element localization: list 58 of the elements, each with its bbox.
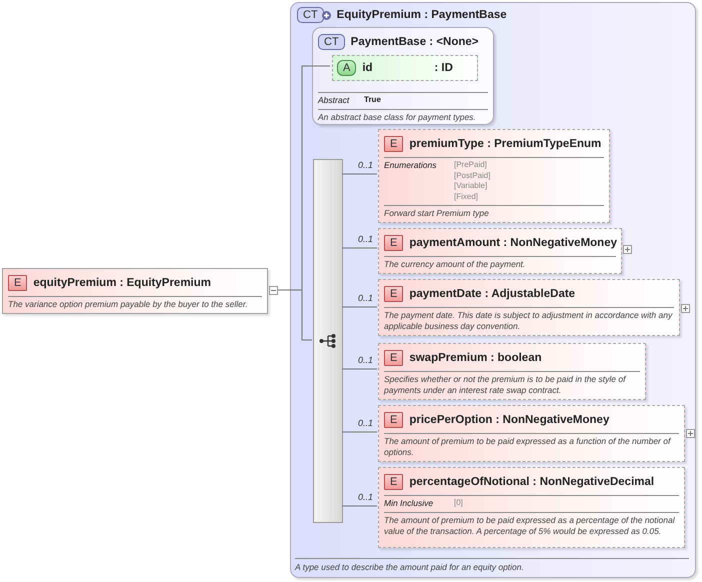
multiplicity-label: 0..1 <box>358 418 374 428</box>
element-badge: E <box>384 350 404 366</box>
element-box <box>378 405 685 462</box>
facet-label: Min Inclusive <box>384 498 434 508</box>
type-badge: CT <box>297 7 324 23</box>
description: An abstract base class for payment types. <box>318 112 477 122</box>
element-box <box>378 343 646 400</box>
element-box <box>378 228 622 274</box>
multiplicity-label: 0..1 <box>358 293 374 303</box>
type-title: EquityPremium : PaymentBase <box>336 9 507 21</box>
element-title: equityPremium : EquityPremium <box>33 277 211 289</box>
description: A type used to describe the amount paid for an equity option. <box>295 562 525 573</box>
element-badge: E <box>384 136 404 152</box>
element-badge: E <box>384 235 404 251</box>
element-title: swapPremium : boolean <box>409 352 542 364</box>
connector-line <box>342 306 378 308</box>
facet-value: [PrePaid] <box>454 160 488 170</box>
element-badge: E <box>384 474 404 490</box>
attribute-type: : ID <box>434 62 453 74</box>
facet-label: Enumerations <box>384 160 438 170</box>
description: Specifies whether or not the premium is to be paid in the style of payments under an interest rate swap contract. <box>384 374 628 396</box>
base-type-box <box>312 27 494 125</box>
type-title: PaymentBase : <None> <box>350 36 479 48</box>
description: The amount of premium to be paid expressed as a percentage of the notional value of the transaction. A percentage of 5% would be expressed as 0.05. <box>384 514 676 536</box>
connector-line <box>342 368 378 370</box>
facet-value: [Variable] <box>454 181 488 192</box>
facet-label: Abstract <box>318 95 350 105</box>
attribute-box <box>332 55 478 81</box>
sequence-bar <box>313 159 343 523</box>
element-title: premiumType : PremiumTypeEnum <box>409 138 602 150</box>
complex-type-box <box>290 2 696 578</box>
description: The variance option premium payable by the buyer to the seller. <box>8 299 249 310</box>
attribute-badge: A <box>337 60 356 76</box>
multiplicity-label: 0..1 <box>358 160 374 170</box>
multiplicity-label: 0..1 <box>358 492 374 502</box>
element-badge: E <box>384 412 404 428</box>
description: The amount of premium to be paid expressed as a function of the number of options. <box>384 436 672 458</box>
type-badge: CT <box>318 34 345 50</box>
element-box <box>378 279 680 336</box>
facet-value: [PostPaid] <box>454 170 490 181</box>
element-title: paymentDate : AdjustableDate <box>409 288 576 300</box>
element-badge: E <box>384 286 404 302</box>
element-badge: E <box>8 275 28 291</box>
description: The payment date. This date is subject to adjustment in accordance with any applicable business day convention. <box>384 310 674 332</box>
multiplicity-label: 0..1 <box>358 355 374 365</box>
element-box <box>378 467 685 548</box>
element-title: paymentAmount : NonNegativeMoney <box>409 237 618 249</box>
facet-value: True <box>364 95 381 106</box>
multiplicity-label: 0..1 <box>358 234 374 244</box>
element-title: percentageOfNotional : NonNegativeDecimal <box>409 476 654 488</box>
element-box <box>2 268 268 314</box>
element-title: pricePerOption : NonNegativeMoney <box>409 414 610 426</box>
attribute-name: id <box>362 62 374 74</box>
facet-value: [0] <box>454 498 463 508</box>
description: Forward start Premium type <box>384 208 490 219</box>
element-box <box>378 129 610 223</box>
description: The currency amount of the payment. <box>384 259 526 270</box>
facet-value: [Fixed] <box>454 192 480 202</box>
